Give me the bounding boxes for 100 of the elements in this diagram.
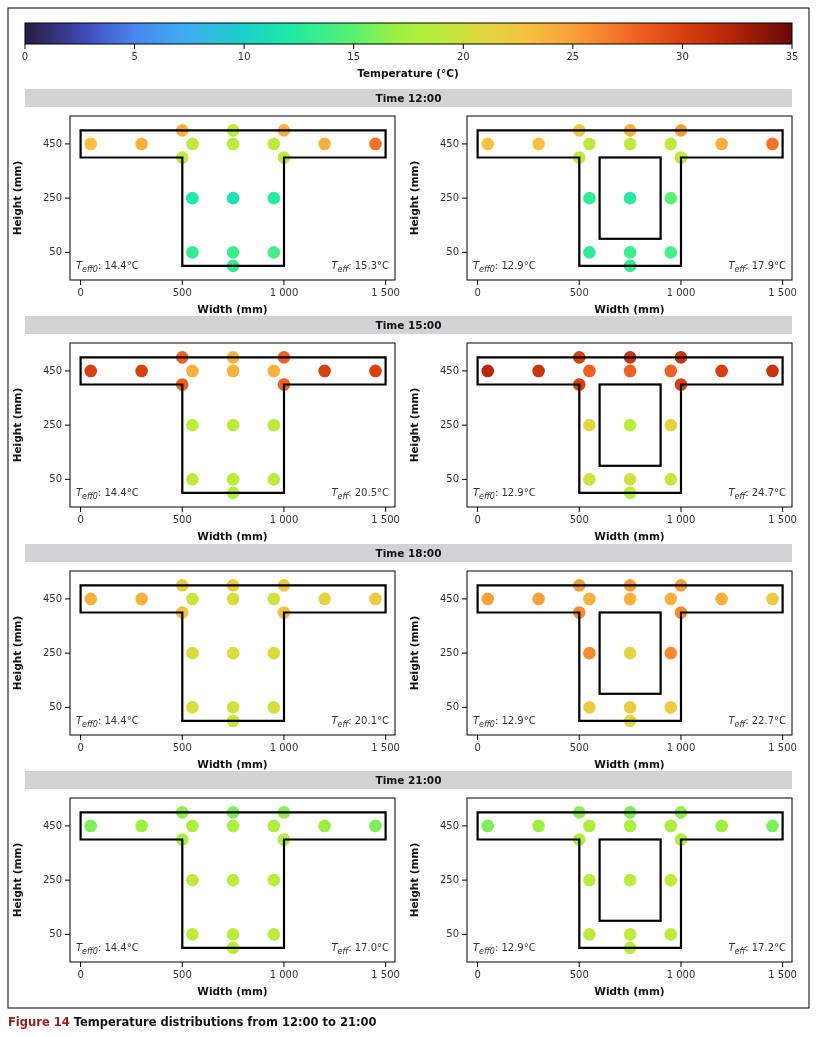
axis-tick-label: 50 — [445, 928, 459, 941]
axis-tick-label: 1 500 — [370, 287, 401, 299]
axis-title: Width (mm) — [196, 530, 269, 542]
temperature-note: T$_{eff0}$: 12.9°C — [473, 260, 536, 276]
temperature-note: T$_{eff}$: 22.7°C — [727, 715, 786, 731]
axis-title: Height (mm) — [11, 841, 23, 920]
time-header: Time 15:00 — [25, 316, 792, 334]
axis-tick-label: 1 000 — [665, 969, 697, 981]
colorbar-tick-label: 35 — [784, 51, 800, 63]
axis-tick-label: 1 000 — [268, 969, 300, 981]
temperature-note: T$_{eff0}$: 12.9°C — [473, 942, 536, 958]
temperature-note: T$_{eff}$: 17.0°C — [330, 942, 389, 958]
axis-tick-label: 250 — [41, 647, 62, 660]
axis-tick-label: 1 000 — [665, 514, 697, 526]
colorbar-tick-label: 0 — [20, 51, 30, 63]
axis-tick-label: 1 000 — [268, 742, 300, 754]
axis-tick-label: 250 — [438, 192, 459, 205]
axis-tick-label: 1 500 — [767, 287, 798, 299]
axis-tick-label: 450 — [438, 592, 459, 605]
axis-tick-label: 250 — [41, 192, 62, 205]
axis-tick-label: 250 — [41, 874, 62, 887]
axis-tick-label: 250 — [438, 874, 459, 887]
colorbar-tick-label: 15 — [346, 51, 362, 63]
temperature-note: T$_{eff}$: 20.1°C — [330, 715, 389, 731]
time-header: Time 12:00 — [25, 89, 792, 107]
axis-tick-label: 0 — [473, 514, 482, 526]
colorbar-tick-label: 30 — [675, 51, 690, 63]
temperature-note: T$_{eff}$: 17.9°C — [727, 260, 786, 276]
axis-tick-label: 450 — [438, 137, 459, 150]
temperature-note: T$_{eff}$: 20.5°C — [330, 487, 389, 503]
axis-tick-label: 1 500 — [767, 969, 798, 981]
axis-tick-label: 50 — [445, 473, 459, 486]
figure-caption: Figure 14 Temperature distributions from 12:00 to 21:00 — [8, 1016, 377, 1028]
axis-tick-label: 0 — [473, 742, 482, 754]
temperature-note: T$_{eff}$: 24.7°C — [727, 487, 786, 503]
axis-tick-label: 450 — [41, 364, 62, 377]
axis-tick-label: 0 — [473, 969, 482, 981]
axis-tick-label: 1 500 — [767, 742, 798, 754]
temperature-note: T$_{eff0}$: 14.4°C — [76, 260, 139, 276]
axis-title: Width (mm) — [196, 985, 269, 997]
axis-title: Width (mm) — [593, 985, 666, 997]
axis-tick-label: 250 — [438, 647, 459, 660]
axis-tick-label: 0 — [76, 514, 85, 526]
axis-tick-label: 50 — [48, 701, 62, 714]
temperature-note: T$_{eff}$: 17.2°C — [727, 942, 786, 958]
axis-tick-label: 500 — [568, 287, 590, 299]
axis-title: Height (mm) — [408, 159, 420, 238]
axis-tick-label: 0 — [473, 287, 482, 299]
axis-tick-label: 250 — [41, 419, 62, 432]
time-header: Time 21:00 — [25, 771, 792, 789]
colorbar-tick-label: 5 — [130, 51, 139, 63]
axis-tick-label: 450 — [41, 819, 62, 832]
axis-tick-label: 0 — [76, 969, 85, 981]
axis-title: Height (mm) — [11, 386, 23, 465]
colorbar-tick-label: 20 — [455, 51, 471, 63]
axis-tick-label: 50 — [48, 928, 62, 941]
temperature-note: T$_{eff0}$: 14.4°C — [76, 487, 139, 503]
temperature-note: T$_{eff0}$: 12.9°C — [473, 487, 536, 503]
axis-tick-label: 450 — [438, 364, 459, 377]
axis-tick-label: 450 — [438, 819, 459, 832]
axis-title: Width (mm) — [196, 303, 269, 315]
temperature-note: T$_{eff0}$: 14.4°C — [76, 715, 139, 731]
axis-title: Width (mm) — [593, 530, 666, 542]
axis-tick-label: 1 500 — [370, 742, 401, 754]
axis-title: Height (mm) — [11, 159, 23, 238]
axis-tick-label: 500 — [568, 969, 590, 981]
axis-title: Width (mm) — [196, 758, 269, 770]
axis-tick-label: 500 — [171, 287, 193, 299]
axis-tick-label: 500 — [568, 742, 590, 754]
temperature-note: T$_{eff}$: 15.3°C — [330, 260, 389, 276]
axis-title: Height (mm) — [408, 841, 420, 920]
axis-tick-label: 1 500 — [767, 514, 798, 526]
colorbar-title: Temperature (°C) — [356, 67, 460, 79]
axis-tick-label: 250 — [438, 419, 459, 432]
axis-title: Height (mm) — [408, 614, 420, 693]
axis-tick-label: 500 — [171, 969, 193, 981]
axis-tick-label: 50 — [48, 246, 62, 259]
axis-tick-label: 1 000 — [665, 287, 697, 299]
colorbar-tick-label: 10 — [236, 51, 252, 63]
colorbar-tick-label: 25 — [565, 51, 581, 63]
axis-tick-label: 1 500 — [370, 969, 401, 981]
axis-tick-label: 1 000 — [268, 287, 300, 299]
axis-tick-label: 1 000 — [268, 514, 300, 526]
axis-tick-label: 1 000 — [665, 742, 697, 754]
temperature-note: T$_{eff0}$: 14.4°C — [76, 942, 139, 958]
axis-title: Width (mm) — [593, 303, 666, 315]
axis-title: Height (mm) — [11, 614, 23, 693]
axis-tick-label: 450 — [41, 592, 62, 605]
axis-title: Height (mm) — [408, 386, 420, 465]
axis-tick-label: 0 — [76, 742, 85, 754]
axis-tick-label: 500 — [568, 514, 590, 526]
temperature-note: T$_{eff0}$: 12.9°C — [473, 715, 536, 731]
axis-tick-label: 450 — [41, 137, 62, 150]
axis-tick-label: 500 — [171, 742, 193, 754]
axis-tick-label: 50 — [445, 701, 459, 714]
axis-tick-label: 50 — [445, 246, 459, 259]
axis-tick-label: 1 500 — [370, 514, 401, 526]
axis-tick-label: 500 — [171, 514, 193, 526]
axis-title: Width (mm) — [593, 758, 666, 770]
time-header: Time 18:00 — [25, 544, 792, 562]
